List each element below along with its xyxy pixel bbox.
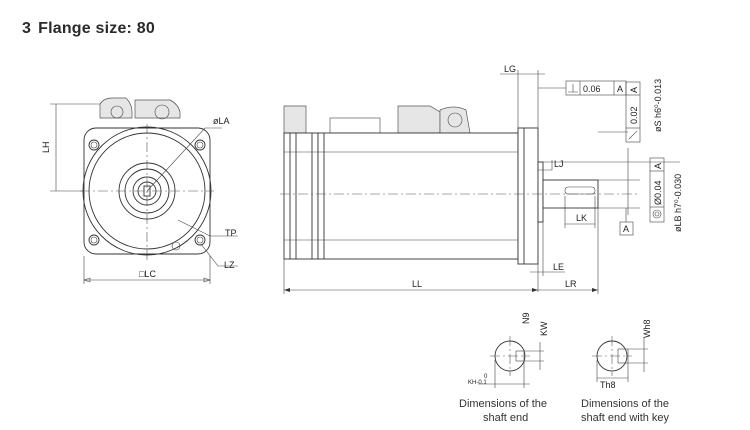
runout-frame xyxy=(625,81,641,143)
caption-shaft-plain-2: shaft end xyxy=(483,412,528,424)
conc-datum: A xyxy=(653,163,663,169)
runout-datum: A xyxy=(629,87,639,93)
datum-a: A xyxy=(623,224,629,234)
label-lj: LJ xyxy=(554,159,564,169)
label-le: LE xyxy=(553,262,564,272)
motor-body xyxy=(317,132,519,260)
perp-datum: A xyxy=(617,84,623,94)
label-shaft-diameter: øS h6⁰-0.013 xyxy=(653,79,663,132)
front-connector-left xyxy=(99,97,133,119)
label-la: øLA xyxy=(213,116,230,126)
heading-text: Flange size: 80 xyxy=(38,20,155,37)
label-kh-top: 0 xyxy=(484,374,488,380)
front-view: øLA LH TP LZ □LC xyxy=(41,97,238,284)
shaft-detail-plain: KW N9 0 KH-0.1 Dimensions of the shaft e… xyxy=(459,312,549,424)
label-lg: LG xyxy=(504,64,516,74)
heading-number: 3 xyxy=(22,20,32,37)
label-tp: TP xyxy=(225,228,237,238)
side-view: LG 0.06 A 0.02 A øS h6⁰-0.013 Ø0.04 A øL… xyxy=(280,64,683,294)
side-connector-front xyxy=(397,105,441,134)
perp-value: 0.06 xyxy=(583,84,601,94)
runout-value: 0.02 xyxy=(629,106,639,124)
concentricity-frame xyxy=(649,157,665,223)
caption-shaft-plain-1: Dimensions of the xyxy=(459,398,547,410)
label-lk: LK xyxy=(576,213,587,223)
label-n9: N9 xyxy=(521,312,531,324)
label-lz: LZ xyxy=(224,260,235,270)
datum-a-box xyxy=(619,221,634,236)
shaft-detail-key: Wh8 Th8 Dimensions of the shaft end with… xyxy=(581,319,670,424)
front-connector-right xyxy=(134,99,181,119)
conc-value: Ø0.04 xyxy=(653,180,663,205)
label-ll: LL xyxy=(412,279,422,289)
caption-shaft-key-2: shaft end with key xyxy=(581,412,670,424)
side-flange xyxy=(517,127,539,265)
label-lc: □LC xyxy=(139,269,156,279)
label-wh8: Wh8 xyxy=(642,319,652,338)
label-kw: KW xyxy=(539,321,549,336)
caption-shaft-key-1: Dimensions of the xyxy=(581,398,669,410)
side-connector-rear xyxy=(283,105,307,134)
label-spigot-diameter: øLB h7⁰-0.030 xyxy=(673,174,683,232)
label-lr: LR xyxy=(565,279,577,289)
label-lh: LH xyxy=(41,141,51,153)
bolt-holes xyxy=(88,139,206,251)
page-heading: 3 Flange size: 80 xyxy=(22,20,162,38)
label-th8: Th8 xyxy=(600,380,616,390)
label-kh: KH-0.1 xyxy=(468,380,487,386)
